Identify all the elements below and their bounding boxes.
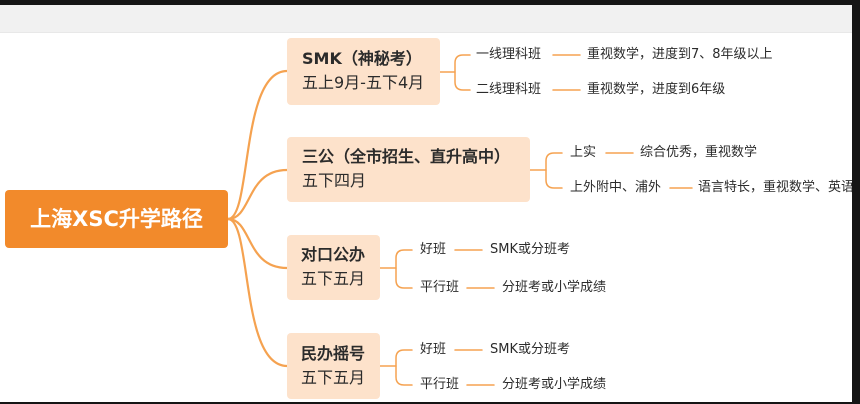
connector-sangong-bracket	[545, 152, 563, 189]
branch-topic-duikou-public[interactable]: 对口公办 五下五月	[287, 235, 380, 300]
duikou-subtopic-2-label[interactable]: 平行班	[420, 280, 460, 295]
branch-topic-sangong[interactable]: 三公（全市招生、直升高中） 五下四月	[287, 137, 530, 202]
minban-subtopic-2-label[interactable]: 平行班	[420, 377, 460, 392]
branch-topic-minban-lottery[interactable]: 民办摇号 五下五月	[287, 333, 380, 399]
branch-topic-smk[interactable]: SMK（神秘考） 五上9月-五下4月	[287, 38, 440, 105]
top-toolbar-band	[0, 5, 860, 33]
smk-subtopic-2-label[interactable]: 二线理科班	[476, 82, 542, 97]
branch-title: 民办摇号	[301, 344, 366, 363]
duikou-subtopic-2-detail[interactable]: 分班考或小学成绩	[502, 280, 607, 295]
branch-subtitle: 五下五月	[301, 368, 366, 387]
connector-root-to-minban	[226, 217, 289, 368]
branch-subtitle: 五上9月-五下4月	[302, 73, 425, 92]
bottom-black-edge	[0, 402, 852, 404]
branch-title: 三公（全市招生、直升高中）	[302, 147, 511, 166]
connector-smk-bracket	[454, 54, 471, 91]
sangong-subtopic-1-label[interactable]: 上实	[570, 145, 597, 160]
smk-subtopic-2-detail[interactable]: 重视数学，进度到6年级	[587, 82, 726, 97]
connector-root-to-sangong	[226, 168, 289, 221]
smk-subtopic-1-label[interactable]: 一线理科班	[476, 47, 542, 62]
duikou-subtopic-1-label[interactable]: 好班	[420, 242, 447, 257]
branch-title: 对口公办	[301, 245, 366, 264]
branch-title: SMK（神秘考）	[302, 49, 422, 68]
branch-subtitle: 五下五月	[301, 269, 366, 288]
duikou-subtopic-1-detail[interactable]: SMK或分班考	[490, 242, 570, 257]
minban-subtopic-2-detail[interactable]: 分班考或小学成绩	[502, 377, 607, 392]
connector-minban-bracket	[395, 349, 413, 386]
sangong-subtopic-1-detail[interactable]: 综合优秀，重视数学	[640, 145, 758, 160]
right-black-edge	[852, 0, 860, 404]
connector-duikou-bracket	[395, 249, 413, 289]
minban-subtopic-1-detail[interactable]: SMK或分班考	[490, 342, 570, 357]
sangong-subtopic-2-detail[interactable]: 语言特长，重视数学、英语	[698, 180, 852, 195]
sangong-subtopic-2-label[interactable]: 上外附中、浦外	[570, 180, 662, 195]
root-topic[interactable]: 上海XSC升学路径	[5, 190, 228, 248]
branch-subtitle: 五下四月	[302, 171, 367, 190]
top-black-bar	[0, 0, 860, 5]
smk-subtopic-1-detail[interactable]: 重视数学，进度到7、8年级以上	[587, 47, 773, 62]
connector-root-to-duikou	[226, 217, 289, 270]
minban-subtopic-1-label[interactable]: 好班	[420, 342, 447, 357]
connector-root-to-smk	[226, 69, 289, 221]
